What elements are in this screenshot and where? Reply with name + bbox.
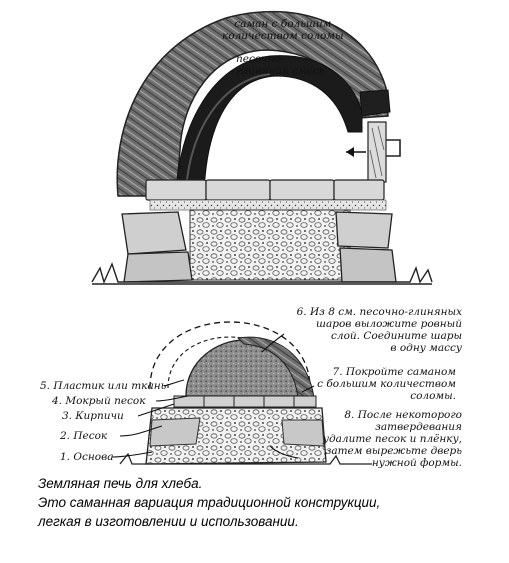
step-4-label: 4. Мокрый песок — [52, 395, 146, 407]
brick-row — [145, 179, 385, 201]
door-lintel-block — [359, 89, 391, 117]
label-straw-cob: саман с большим количеством соломы — [222, 18, 344, 42]
dashed-arc-outer — [149, 321, 311, 389]
bottom-brick-row — [173, 395, 317, 408]
outer-straw-cob-layer — [116, 10, 389, 197]
caption-line-1: Это саманная вариация традиционной конст… — [38, 495, 381, 510]
ground-grass — [91, 262, 433, 285]
step-5-label: 5. Пластик или ткань — [40, 380, 167, 392]
right-leader-lines — [261, 333, 315, 459]
caption-line-2: легкая в изготовлении и использовании. — [38, 514, 299, 529]
sand-strip — [149, 199, 387, 211]
construction-steps-illustration — [111, 321, 372, 465]
step-1-label: 1. Основа — [60, 451, 114, 463]
stone-foundation — [121, 209, 397, 283]
door-arrow-icon — [346, 147, 366, 157]
step-6-label: 6. Из 8 см. песочно-глиняных шаров вылож… — [296, 306, 462, 354]
left-leader-lines — [111, 379, 189, 458]
label-sand-clay: песочно- глиняная смесь — [236, 53, 325, 77]
door-plank — [367, 121, 401, 183]
oven-section-illustration — [91, 10, 433, 285]
step-8-label: 8. После некоторого затвердевания удалит… — [322, 409, 462, 469]
bottom-ground — [119, 452, 372, 465]
step-3-label: 3. Кирпичи — [62, 410, 124, 422]
step-2-label: 2. Песок — [60, 430, 108, 442]
inner-sandclay-layer — [175, 55, 363, 197]
step-7-label: 7. Покройте саманом с большим количество… — [317, 366, 456, 402]
caption-title: Земляная печь для хлеба. — [38, 476, 203, 491]
